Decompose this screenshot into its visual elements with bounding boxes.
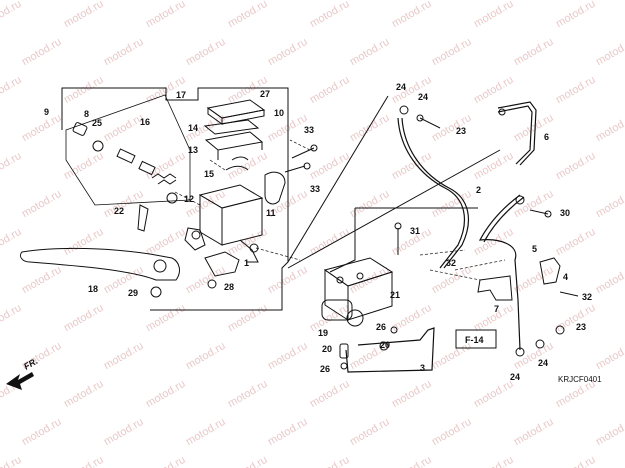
stop-switch [204, 251, 240, 277]
mounting-bolts [284, 144, 318, 173]
callout-20: 20 [322, 344, 332, 354]
callout-30: 30 [560, 208, 570, 218]
callout-21: 21 [390, 290, 400, 300]
callout-3: 3 [420, 363, 425, 373]
callout-11: 11 [266, 208, 276, 218]
callout-2: 2 [476, 185, 481, 195]
callout-4: 4 [563, 272, 568, 282]
callout-13: 13 [188, 145, 198, 155]
callout-1: 1 [244, 258, 249, 268]
callout-24: 24 [396, 82, 406, 92]
front-arrow-icon [6, 372, 34, 390]
callout-20: 20 [380, 340, 390, 350]
callout-33: 33 [304, 125, 314, 135]
modulator-frame [329, 208, 356, 273]
callout-32: 32 [446, 258, 456, 268]
lever-adjuster [137, 204, 149, 232]
callout-26: 26 [320, 364, 330, 374]
brake-lever [19, 247, 180, 281]
banjo-bolts [339, 105, 579, 370]
callout-22: 22 [114, 206, 124, 216]
callout-28: 28 [224, 282, 234, 292]
callout-31: 31 [410, 226, 420, 236]
link-line-b [287, 149, 501, 269]
callout-17: 17 [176, 90, 186, 100]
callout-15: 15 [204, 169, 214, 179]
callout-23: 23 [576, 322, 586, 332]
master-cylinder-bracket [61, 87, 289, 311]
nut-29 [150, 286, 162, 298]
callout-29: 29 [128, 288, 138, 298]
callout-26: 26 [376, 322, 386, 332]
brake-hose-upper [397, 117, 466, 269]
link-line-a [287, 95, 389, 263]
callout-32: 32 [582, 292, 592, 302]
reference-label: F-14 [465, 335, 484, 345]
leader-lines [174, 139, 506, 281]
callout-18: 18 [88, 284, 98, 294]
callout-14: 14 [188, 123, 198, 133]
screw-28 [207, 279, 217, 289]
callout-10: 10 [274, 108, 284, 118]
modulator-bracket [477, 275, 513, 301]
callout-9: 9 [44, 107, 49, 117]
brake-pipe-6 [497, 101, 537, 166]
callout-33: 33 [310, 184, 320, 194]
brake-pipe-3 [345, 327, 435, 373]
callout-23: 23 [456, 126, 466, 136]
clamp-holder [264, 171, 286, 205]
callout-7: 7 [494, 304, 499, 314]
callout-24: 24 [510, 372, 520, 382]
callout-24: 24 [538, 358, 548, 368]
abs-modulator [321, 257, 394, 327]
callout-8: 8 [84, 109, 89, 119]
master-cylinder-body [184, 184, 264, 263]
reservoir-cap-assembly [203, 99, 266, 171]
diagram-code: KRJCF0401 [558, 375, 602, 384]
callout-19: 19 [318, 328, 328, 338]
callout-5: 5 [532, 244, 537, 254]
hose-joint [539, 257, 561, 285]
front-label: FR. [22, 356, 40, 372]
reference-box [455, 329, 497, 349]
callout-24: 24 [418, 92, 428, 102]
callout-16: 16 [140, 117, 150, 127]
callout-27: 27 [260, 89, 270, 99]
callout-25: 25 [92, 118, 102, 128]
callout-6: 6 [544, 132, 549, 142]
brake-hose-5 [478, 194, 521, 351]
piston-set [72, 122, 178, 204]
callout-12: 12 [184, 194, 194, 204]
